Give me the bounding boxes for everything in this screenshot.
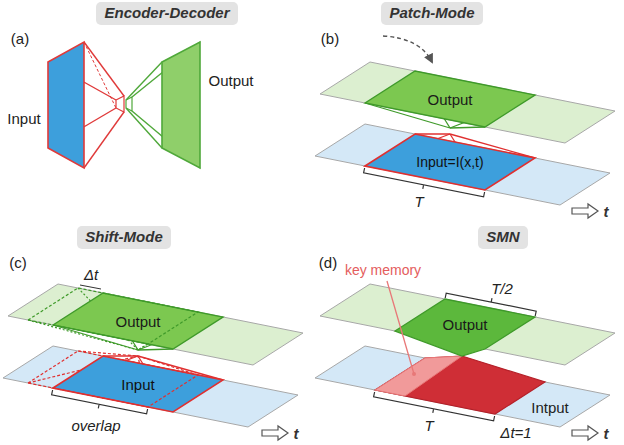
- input-band: [315, 346, 610, 427]
- patch-mode-figure: [315, 36, 615, 218]
- input-patch: [365, 134, 535, 190]
- leader-line: [387, 281, 414, 374]
- figure-label: Output: [442, 317, 487, 332]
- figure-label: Output: [208, 73, 253, 88]
- input-band: [315, 124, 610, 205]
- panel-title: Encoder-Decoder: [104, 5, 229, 22]
- half-period-bracket: [445, 293, 536, 316]
- figure-label: Δt=1: [500, 425, 531, 440]
- figure-label: (c): [9, 255, 27, 270]
- panel-title-box: Patch-Mode: [381, 2, 483, 25]
- panel-title-box: Encoder-Decoder: [96, 2, 238, 25]
- figure-label: overlap: [71, 418, 120, 433]
- panel-title: Patch-Mode: [389, 5, 474, 22]
- figure-label: Output: [115, 314, 160, 329]
- shift-mark: [80, 285, 101, 289]
- period-bracket: [364, 168, 485, 197]
- green-line: [138, 349, 173, 350]
- figure-label: T: [414, 194, 423, 209]
- figure-label: (a): [11, 31, 29, 46]
- output-cone: [395, 299, 535, 356]
- output-plane: [162, 42, 200, 168]
- input-plane: [48, 42, 84, 168]
- input-band: [3, 346, 298, 427]
- key-memory-region: [375, 356, 462, 396]
- bottleneck: [116, 96, 124, 112]
- shift-mode-figure: [3, 284, 303, 440]
- figure-label: T/2: [491, 281, 513, 296]
- leader-dot: [412, 372, 416, 376]
- red-lines: [53, 356, 223, 412]
- output-patch: [365, 71, 535, 127]
- green-line: [126, 62, 162, 100]
- figure-label: t: [294, 426, 299, 441]
- figure-label: t: [604, 426, 609, 441]
- panel-title: SMN: [486, 229, 519, 246]
- figure-label: Input: [121, 377, 154, 392]
- green-line: [450, 127, 485, 128]
- figure-label: (b): [321, 31, 339, 46]
- figure-label: t: [604, 204, 609, 219]
- panel-title: Shift-Mode: [85, 229, 162, 246]
- red-line: [84, 42, 124, 96]
- panel-title-box: SMN: [478, 226, 528, 249]
- panel-title-box: Shift-Mode: [77, 226, 171, 249]
- slide-arrow: [383, 36, 432, 62]
- shifted-output-patch: [28, 288, 198, 344]
- green-line: [126, 108, 162, 148]
- figure-label: Input: [7, 111, 40, 126]
- period-bracket: [374, 392, 495, 421]
- encoder-decoder-figure: [48, 42, 200, 168]
- red-lines: [365, 134, 535, 190]
- time-arrow: [572, 204, 598, 218]
- figure-label: (d): [319, 255, 337, 270]
- figure-label: Δt: [84, 267, 98, 282]
- figure-label: Intput: [531, 400, 569, 415]
- figure-label: T: [424, 418, 433, 433]
- input-cone: [375, 356, 545, 414]
- figure-label: Output: [427, 92, 472, 107]
- figure-label: Input=I(x,t): [416, 155, 483, 169]
- green-lines: [365, 71, 535, 128]
- time-arrow: [262, 426, 288, 440]
- overlap-bracket: [52, 390, 148, 414]
- red-line: [84, 112, 124, 168]
- time-arrow: [572, 426, 598, 440]
- figure-label: key memory: [345, 263, 421, 277]
- red-line: [78, 351, 138, 356]
- hidden-line: [84, 42, 116, 108]
- output-patch: [53, 293, 223, 349]
- smn-figure: [315, 281, 615, 440]
- input-patch: [53, 356, 223, 412]
- shifted-input-patch: [28, 351, 198, 407]
